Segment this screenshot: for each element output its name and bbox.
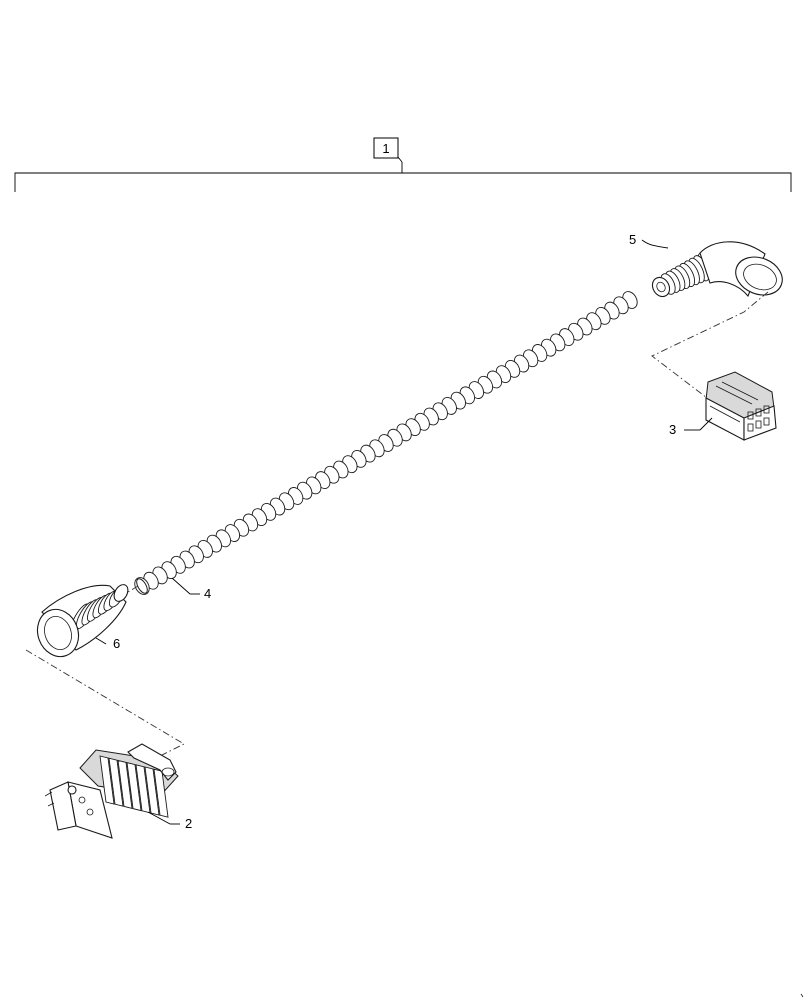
straight-boot: 6 <box>36 584 129 658</box>
callout-4-label: 4 <box>204 586 211 601</box>
stray-mark <box>800 993 804 998</box>
rear-connector: 3 <box>669 371 777 441</box>
conduit-end <box>136 578 148 594</box>
assembly-callout-box <box>373 137 399 159</box>
connector-fin <box>117 759 133 809</box>
connector-fin <box>99 755 115 805</box>
connector-fin <box>126 762 142 812</box>
connector-fin <box>153 768 169 818</box>
connector-fin <box>144 766 160 816</box>
callout-5-label: 5 <box>629 232 636 247</box>
front-connector: 2 <box>44 743 192 839</box>
centerline-conduit <box>127 585 139 593</box>
callout-6-label: 6 <box>113 636 120 651</box>
corrugated-conduit: 4 <box>134 291 638 601</box>
connector-fin <box>108 757 124 807</box>
assembly-bracket: 1 <box>14 137 792 192</box>
callout-3-label: 3 <box>669 422 676 437</box>
callout-1-label: 1 <box>382 141 389 156</box>
front-connector-fins <box>99 755 169 818</box>
conduit-tube <box>134 291 638 595</box>
centerline-rear <box>651 291 769 405</box>
callout-2-label: 2 <box>185 816 192 831</box>
elbow-boot: 5 <box>629 232 783 298</box>
